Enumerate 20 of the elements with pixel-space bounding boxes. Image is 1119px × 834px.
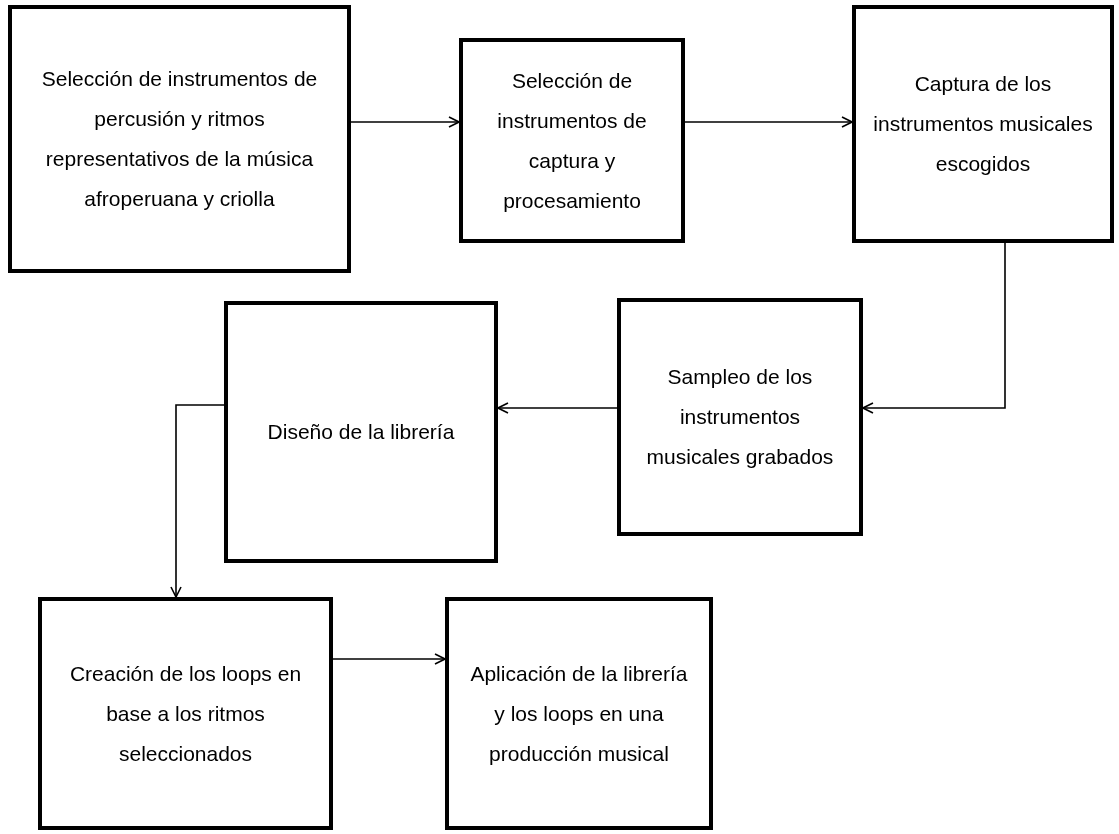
step-label: Diseño de la librería [267,419,455,445]
step-label: Aplicación de la librería y los loops en una producción musical [469,660,689,767]
step-label: Sampleo de los instrumentos musicales grabados [645,364,835,470]
arrow [332,653,446,665]
arrow [684,116,853,128]
process-box [445,597,713,830]
process-box [224,301,498,563]
step-label: Captura de los instrumentos musicales escogidos [872,71,1094,177]
step-label: Selección de instrumentos de percusión y ritmos representativos de la música afroperuana y criolla [40,66,319,212]
arrow [170,404,225,598]
step-label: Creación de los loops en base a los ritmos seleccionados [68,660,303,767]
process-box [459,38,685,243]
step-label: Selección de instrumentos de captura y procesamiento [496,67,648,214]
process-box [8,5,351,273]
process-box [38,597,333,830]
arrow [497,402,618,414]
process-box [852,5,1114,243]
process-box [617,298,863,536]
arrow [862,242,1006,414]
arrow [350,116,460,128]
